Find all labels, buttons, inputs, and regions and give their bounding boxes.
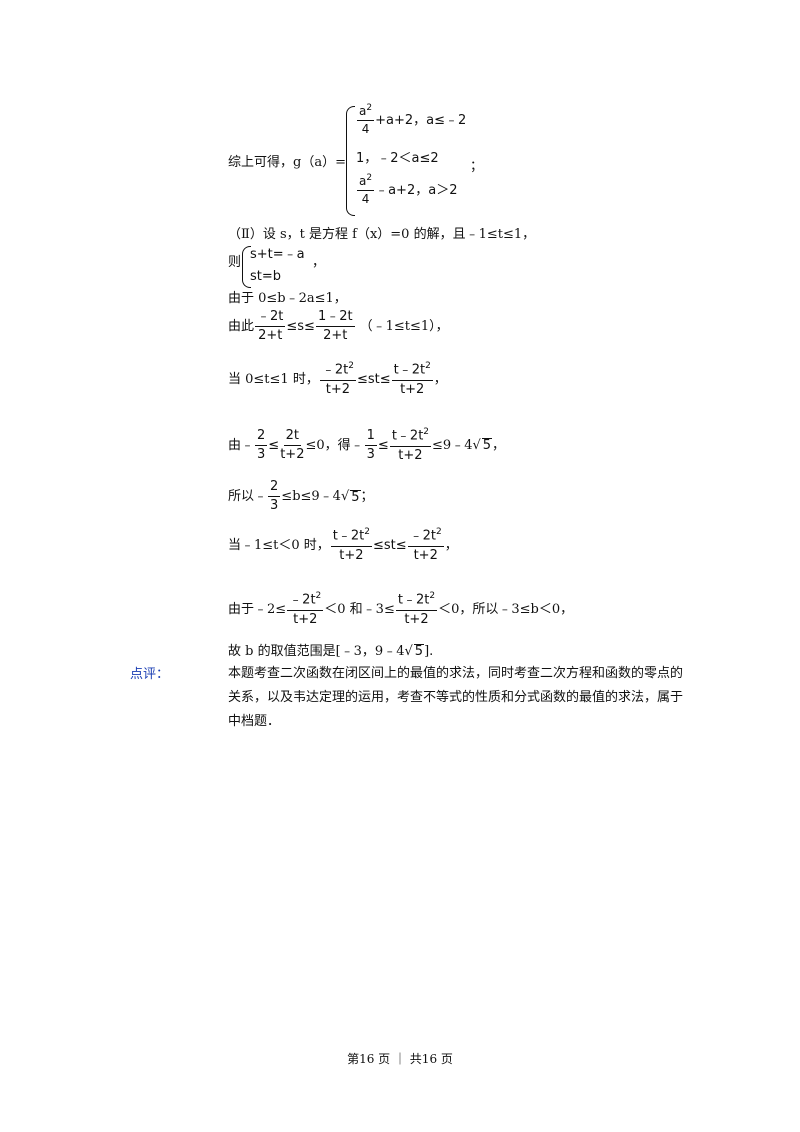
piecewise-brace bbox=[346, 106, 355, 216]
piecewise-suffix: ； bbox=[470, 159, 484, 174]
system-eq-2: st=b bbox=[250, 269, 282, 284]
page-footer: 第16 页 ｜ 共16 页 bbox=[347, 1052, 453, 1066]
final-range-line: 故 b 的取值范围是[﹣3，9﹣4 √5 ]. bbox=[228, 643, 434, 659]
system-suffix: ， bbox=[312, 255, 326, 270]
piecewise-case-2: 1，﹣2＜a≤2 bbox=[356, 151, 439, 166]
system-prefix: 则 bbox=[228, 255, 242, 270]
part-two-intro: （Ⅱ）设 s，t 是方程 f（x）=0 的解，且﹣1≤t≤1， bbox=[228, 227, 536, 242]
system-brace bbox=[242, 246, 251, 288]
system-eq-1: s+t=﹣a bbox=[250, 247, 305, 262]
comment-label: 点评： bbox=[130, 667, 170, 682]
conclusion-prefix: 综上可得，g（a）= bbox=[228, 155, 346, 170]
condition-line: 由于 0≤b﹣2a≤1， bbox=[228, 291, 347, 306]
comment-text: 本题考查二次函数在闭区间上的最值的求法，同时考查二次方程和函数的零点的关系，以及… bbox=[228, 666, 684, 729]
